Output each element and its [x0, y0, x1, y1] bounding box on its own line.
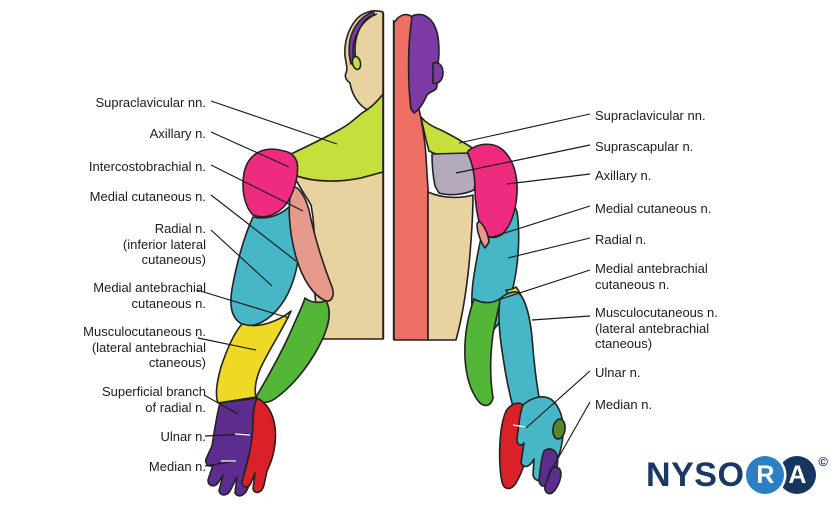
logo-wordmark: NYSO	[646, 456, 745, 494]
leader-line	[196, 289, 290, 319]
leader-line	[204, 460, 237, 467]
leader-line	[458, 113, 591, 144]
leader-line	[506, 173, 591, 185]
label-musculocutaneous-left: Musculocutaneous n. (lateral antebrachia…	[83, 324, 206, 370]
posterior-half	[392, 13, 566, 495]
label-ulnar-right: Ulnar n.	[595, 365, 641, 380]
label-ulnar-left: Ulnar n.	[160, 429, 206, 444]
leader-line-white-tail	[512, 424, 526, 428]
leader-line	[210, 229, 273, 287]
leader-line	[507, 237, 591, 259]
region-occipital-purple	[407, 13, 440, 114]
label-axillary-right: Axillary n.	[595, 168, 652, 183]
label-medial-cutaneous-right: Medial cutaneous n.	[595, 201, 712, 216]
copyright-mark: ©	[818, 454, 828, 469]
region-radial-inferior-lateral-cutaneous	[230, 206, 300, 327]
label-suprascapular: Suprascapular n.	[595, 139, 694, 154]
leader-line	[488, 205, 591, 239]
leader-line	[531, 315, 591, 321]
label-medial-antebrachial-left: Medial antebrachial cutaneous n.	[93, 280, 206, 311]
leader-line	[525, 370, 591, 429]
region-medial-cutaneous-back-sliver	[476, 220, 490, 249]
region-ear-bump-back	[432, 61, 444, 85]
leader-lines	[196, 100, 591, 477]
label-axillary-left: Axillary n.	[149, 126, 206, 141]
label-supraclavicular-left: Supraclavicular nn.	[95, 95, 206, 110]
label-medial-antebrachial-right: Medial antebrachial cutaneous n.	[595, 261, 708, 292]
region-musculocutaneous-front	[215, 310, 292, 404]
region-medial-antebrachial-back	[464, 297, 502, 407]
region-ear-spot-front	[351, 55, 362, 71]
leader-line	[500, 269, 591, 300]
region-dark-green-wrist-patch	[552, 418, 566, 440]
region-axillary-back	[467, 143, 518, 239]
logo-letter-r-circle: R	[746, 456, 785, 494]
region-intercostobrachial-medial-cutaneous	[288, 186, 334, 302]
label-radial-right: Radial n.	[595, 232, 647, 247]
logo-letter-a-circle: A	[778, 456, 817, 494]
label-supraclavicular-right: Supraclavicular nn.	[595, 108, 706, 123]
label-median-left: Median n.	[148, 459, 206, 474]
label-medial-cutaneous-left: Medial cutaneous n.	[89, 189, 206, 204]
anterior-half	[205, 10, 385, 497]
region-median-fingertip-2	[544, 466, 562, 495]
label-musculocutaneous-right: Musculocutaneous n. (lateral antebrachia…	[595, 305, 718, 351]
leader-line	[547, 401, 591, 477]
label-superficial-radial: Superficial branch of radial n.	[101, 384, 206, 415]
label-radial-left: Radial n. (inferior lateral cutaneous)	[122, 221, 206, 267]
leader-line	[210, 164, 304, 212]
leader-line-white-tail	[234, 433, 251, 436]
leader-line	[197, 337, 257, 351]
leader-line	[455, 144, 591, 174]
region-axillary-front	[242, 148, 299, 218]
region-back-skin	[427, 191, 474, 341]
leader-line	[210, 100, 338, 145]
label-median-right: Median n.	[595, 397, 653, 412]
leader-line	[203, 394, 239, 415]
region-median-hand-front	[241, 397, 277, 494]
nysora-logo: NYSO R A ©	[646, 455, 828, 495]
label-intercostobrachial: Intercostobrachial n.	[88, 159, 206, 174]
leader-line	[210, 194, 297, 262]
leader-line	[210, 131, 290, 168]
